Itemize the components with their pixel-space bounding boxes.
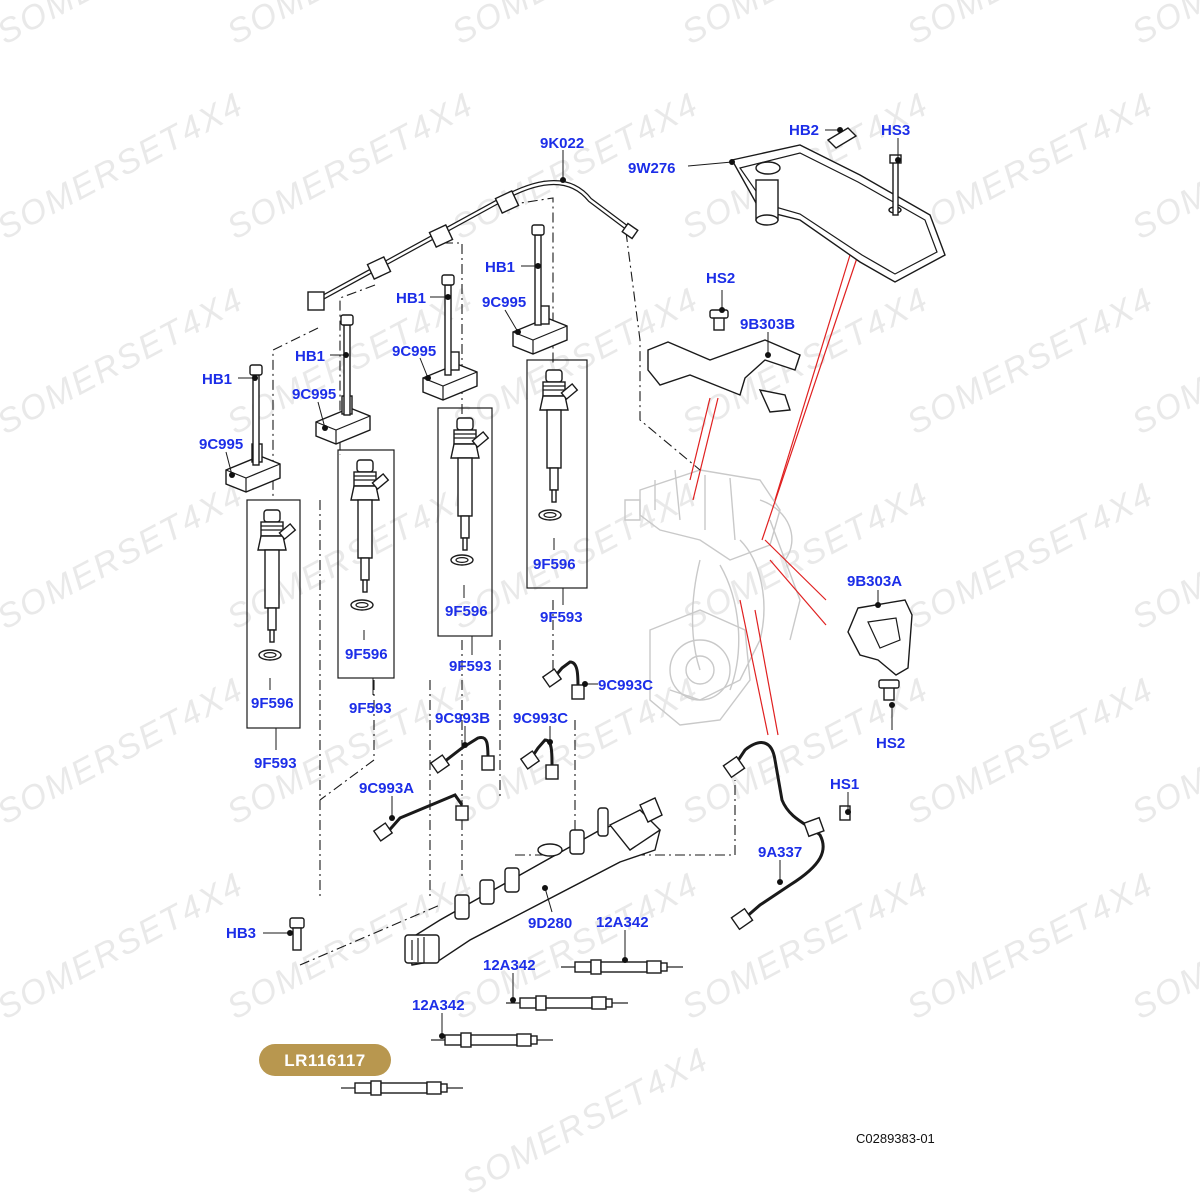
label-hs2-top: HS2 [706,270,735,287]
label-12a342-b: 12A342 [483,957,536,974]
fuel-rail [404,797,663,966]
label-12a342-a: 12A342 [596,914,649,931]
label-9f596-b: 9F596 [345,646,388,663]
bracket-9b303b [647,309,801,413]
glowplug-a [560,959,684,975]
engine-ghost [624,469,801,726]
ring-9f596-d [538,509,562,521]
label-hb3: HB3 [226,925,256,942]
label-9f593-b: 9F593 [349,700,392,717]
label-9f596-c: 9F596 [445,603,488,620]
label-9c995-a: 9C995 [199,436,243,453]
reference-code: C0289383-01 [856,1131,935,1146]
bolt-hb3 [289,917,305,951]
leader-lines [225,127,901,1039]
label-9k022: 9K022 [540,135,584,152]
label-9f593-d: 9F593 [540,609,583,626]
callout-labels: 9K022 9W276 HB2 HS3 HB1 HB1 HB1 HB1 9C99… [199,122,910,1014]
label-hs3: HS3 [881,122,910,139]
label-hb1-a: HB1 [202,371,232,388]
label-9c993b: 9C993B [435,710,490,727]
heat-shield [730,127,946,283]
label-9f593-c: 9F593 [449,658,492,675]
fuel-return-pipe [307,180,639,311]
ring-9f596-c [450,554,474,566]
label-9c995-c: 9C995 [392,343,436,360]
label-hs1: HS1 [830,776,859,793]
label-hs2-bottom: HS2 [876,735,905,752]
label-9a337: 9A337 [758,844,802,861]
injector-d [539,369,578,503]
glowplug-b [505,995,629,1011]
injector-box-b [337,449,395,679]
label-9c995-d: 9C995 [482,294,526,311]
label-hb2: HB2 [789,122,819,139]
label-9f596-d: 9F596 [533,556,576,573]
injector-box-d [526,359,588,589]
label-9f593-a: 9F593 [254,755,297,772]
assembly-lines [272,197,736,966]
label-9c995-b: 9C995 [292,386,336,403]
label-9c993a: 9C993A [359,780,414,797]
label-9b303a: 9B303A [847,573,902,590]
highlight-lines [689,254,859,736]
label-hb1-b: HB1 [295,348,325,365]
injector-box-a [246,499,301,729]
glowplug-d [340,1080,464,1096]
injector-box-c [437,407,493,637]
bracket-9b303a [847,599,913,701]
glowplug-c [430,1032,554,1048]
label-9w276: 9W276 [628,160,676,177]
label-hb1-c: HB1 [396,290,426,307]
label-9c993c-right: 9C993C [598,677,653,694]
label-hb1-d: HB1 [485,259,515,276]
label-9f596-a: 9F596 [251,695,294,712]
clamp-9c995-b [315,395,371,445]
part-number-text: LR116117 [284,1051,366,1070]
part-number-badge: LR116117 [259,1044,391,1076]
label-9d280: 9D280 [528,915,572,932]
label-9c993c-left: 9C993C [513,710,568,727]
watermark-text: SOMERSET4X4 [456,1040,715,1200]
ring-9f596-b [350,599,374,611]
ring-9f596-a [258,649,282,661]
label-12a342-c: 12A342 [412,997,465,1014]
fuel-pipe-9a337 [722,741,851,931]
injector-pipes [372,660,585,842]
label-9b303b: 9B303B [740,316,795,333]
